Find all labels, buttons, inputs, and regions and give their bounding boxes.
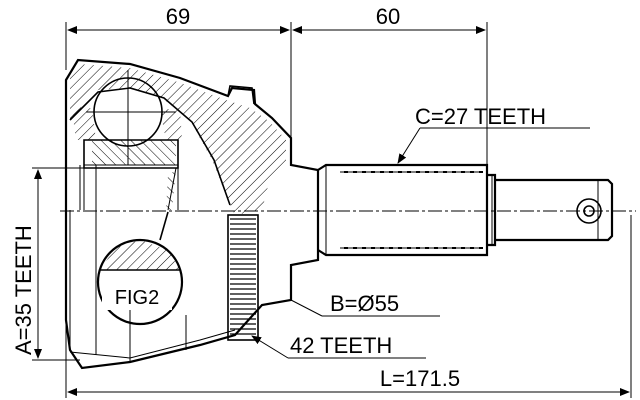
top-dimensions: 69 60 [65,4,488,175]
housing-lower-edge [69,329,236,359]
cage-outline [83,139,179,169]
callout-abs-ring: 42 TEETH [251,333,426,359]
dim-label-a: A=35 TEETH [11,225,36,355]
inner-spline [84,167,177,211]
callout-c-leader [397,127,421,164]
callout-42-label: 42 TEETH [290,333,392,358]
spline-ticks [344,171,483,249]
abs-ring-outline [227,214,259,341]
shaft [317,163,614,257]
shaft-neck [487,173,497,247]
fig2-hatch [100,240,180,270]
callout-42-leader [251,335,289,359]
shaft-thread-end [495,178,614,242]
housing-hatch-upper [70,64,286,215]
housing-notch [227,85,255,105]
callout-b-label: B=Ø55 [330,291,399,316]
abs-ring [227,214,259,341]
dim-label-60: 60 [376,4,400,29]
callout-c-label: C=27 TEETH [415,104,546,129]
fig2-detail: FIG2 [96,211,184,326]
dim-label-69: 69 [166,4,190,29]
callout-b-leader [290,299,323,317]
cage-left-hatch [72,108,96,140]
outer-race-housing [64,58,320,370]
shaft-main [317,163,489,257]
fig2-leader [159,211,169,241]
callout-spline-outer: C=27 TEETH [397,104,590,164]
cage-right-hatch [160,108,182,140]
dim-label-total: L=171.5 [380,366,460,391]
spline-hatch [166,170,176,210]
fig2-label-bg [102,284,172,310]
cage-hatch [92,140,176,165]
ball-cage [72,70,182,169]
callout-seat-diameter: B=Ø55 [290,291,440,317]
fig2-label: FIG2 [115,287,159,309]
housing-cavity-line [69,87,231,206]
